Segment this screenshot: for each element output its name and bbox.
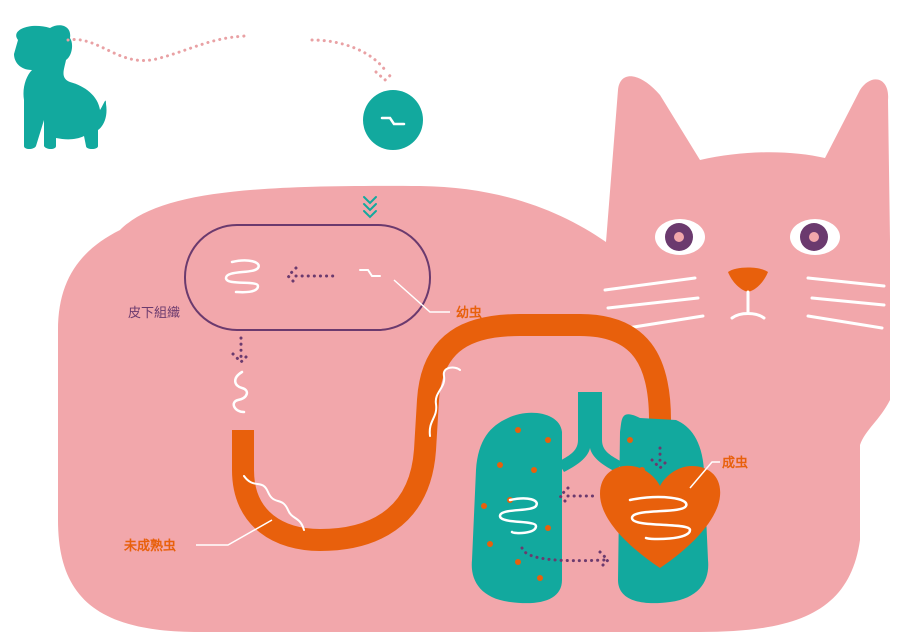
arrow-heart-to-lung: [557, 486, 600, 506]
lung-worm: [498, 497, 539, 535]
dog-icon: [14, 25, 107, 150]
larva-icon: [359, 269, 381, 277]
developing-worm: [224, 259, 260, 294]
immature-leader: [196, 519, 273, 546]
arrow-down: [231, 336, 251, 365]
migrating-worm: [232, 370, 249, 414]
mosquito-bite-icon: [363, 90, 423, 150]
lungs-icon: [471, 392, 709, 604]
adult-leader: [689, 461, 720, 489]
subcutaneous-tissue-zone: [184, 224, 431, 331]
adult-worm-label: 成虫: [722, 455, 748, 471]
immature-worm-label: 未成熟虫: [123, 538, 176, 554]
chevron-down-icon: [363, 196, 377, 219]
immature-worm-2: [428, 366, 461, 437]
larva-leader: [393, 279, 450, 313]
adult-worm: [628, 495, 692, 541]
heart-icon: [600, 465, 721, 568]
arrow-left: [285, 266, 336, 286]
subcutaneous-tissue-label: 皮下組織: [128, 306, 180, 321]
cat-mouth: [730, 290, 766, 320]
arrow-lung-to-lung: [520, 546, 611, 570]
mosquito-path-2: [310, 38, 387, 72]
mosquito-arrow: [374, 70, 396, 83]
larva-label: 幼虫: [456, 305, 482, 321]
arrow-into-heart: [650, 446, 670, 471]
cat-eye-right: [790, 219, 840, 255]
cat-nose: [728, 267, 768, 292]
immature-worm: [243, 475, 305, 531]
cat-eye-left: [655, 219, 705, 255]
mosquito-path: [66, 34, 247, 62]
blood-vessel: [232, 314, 671, 552]
